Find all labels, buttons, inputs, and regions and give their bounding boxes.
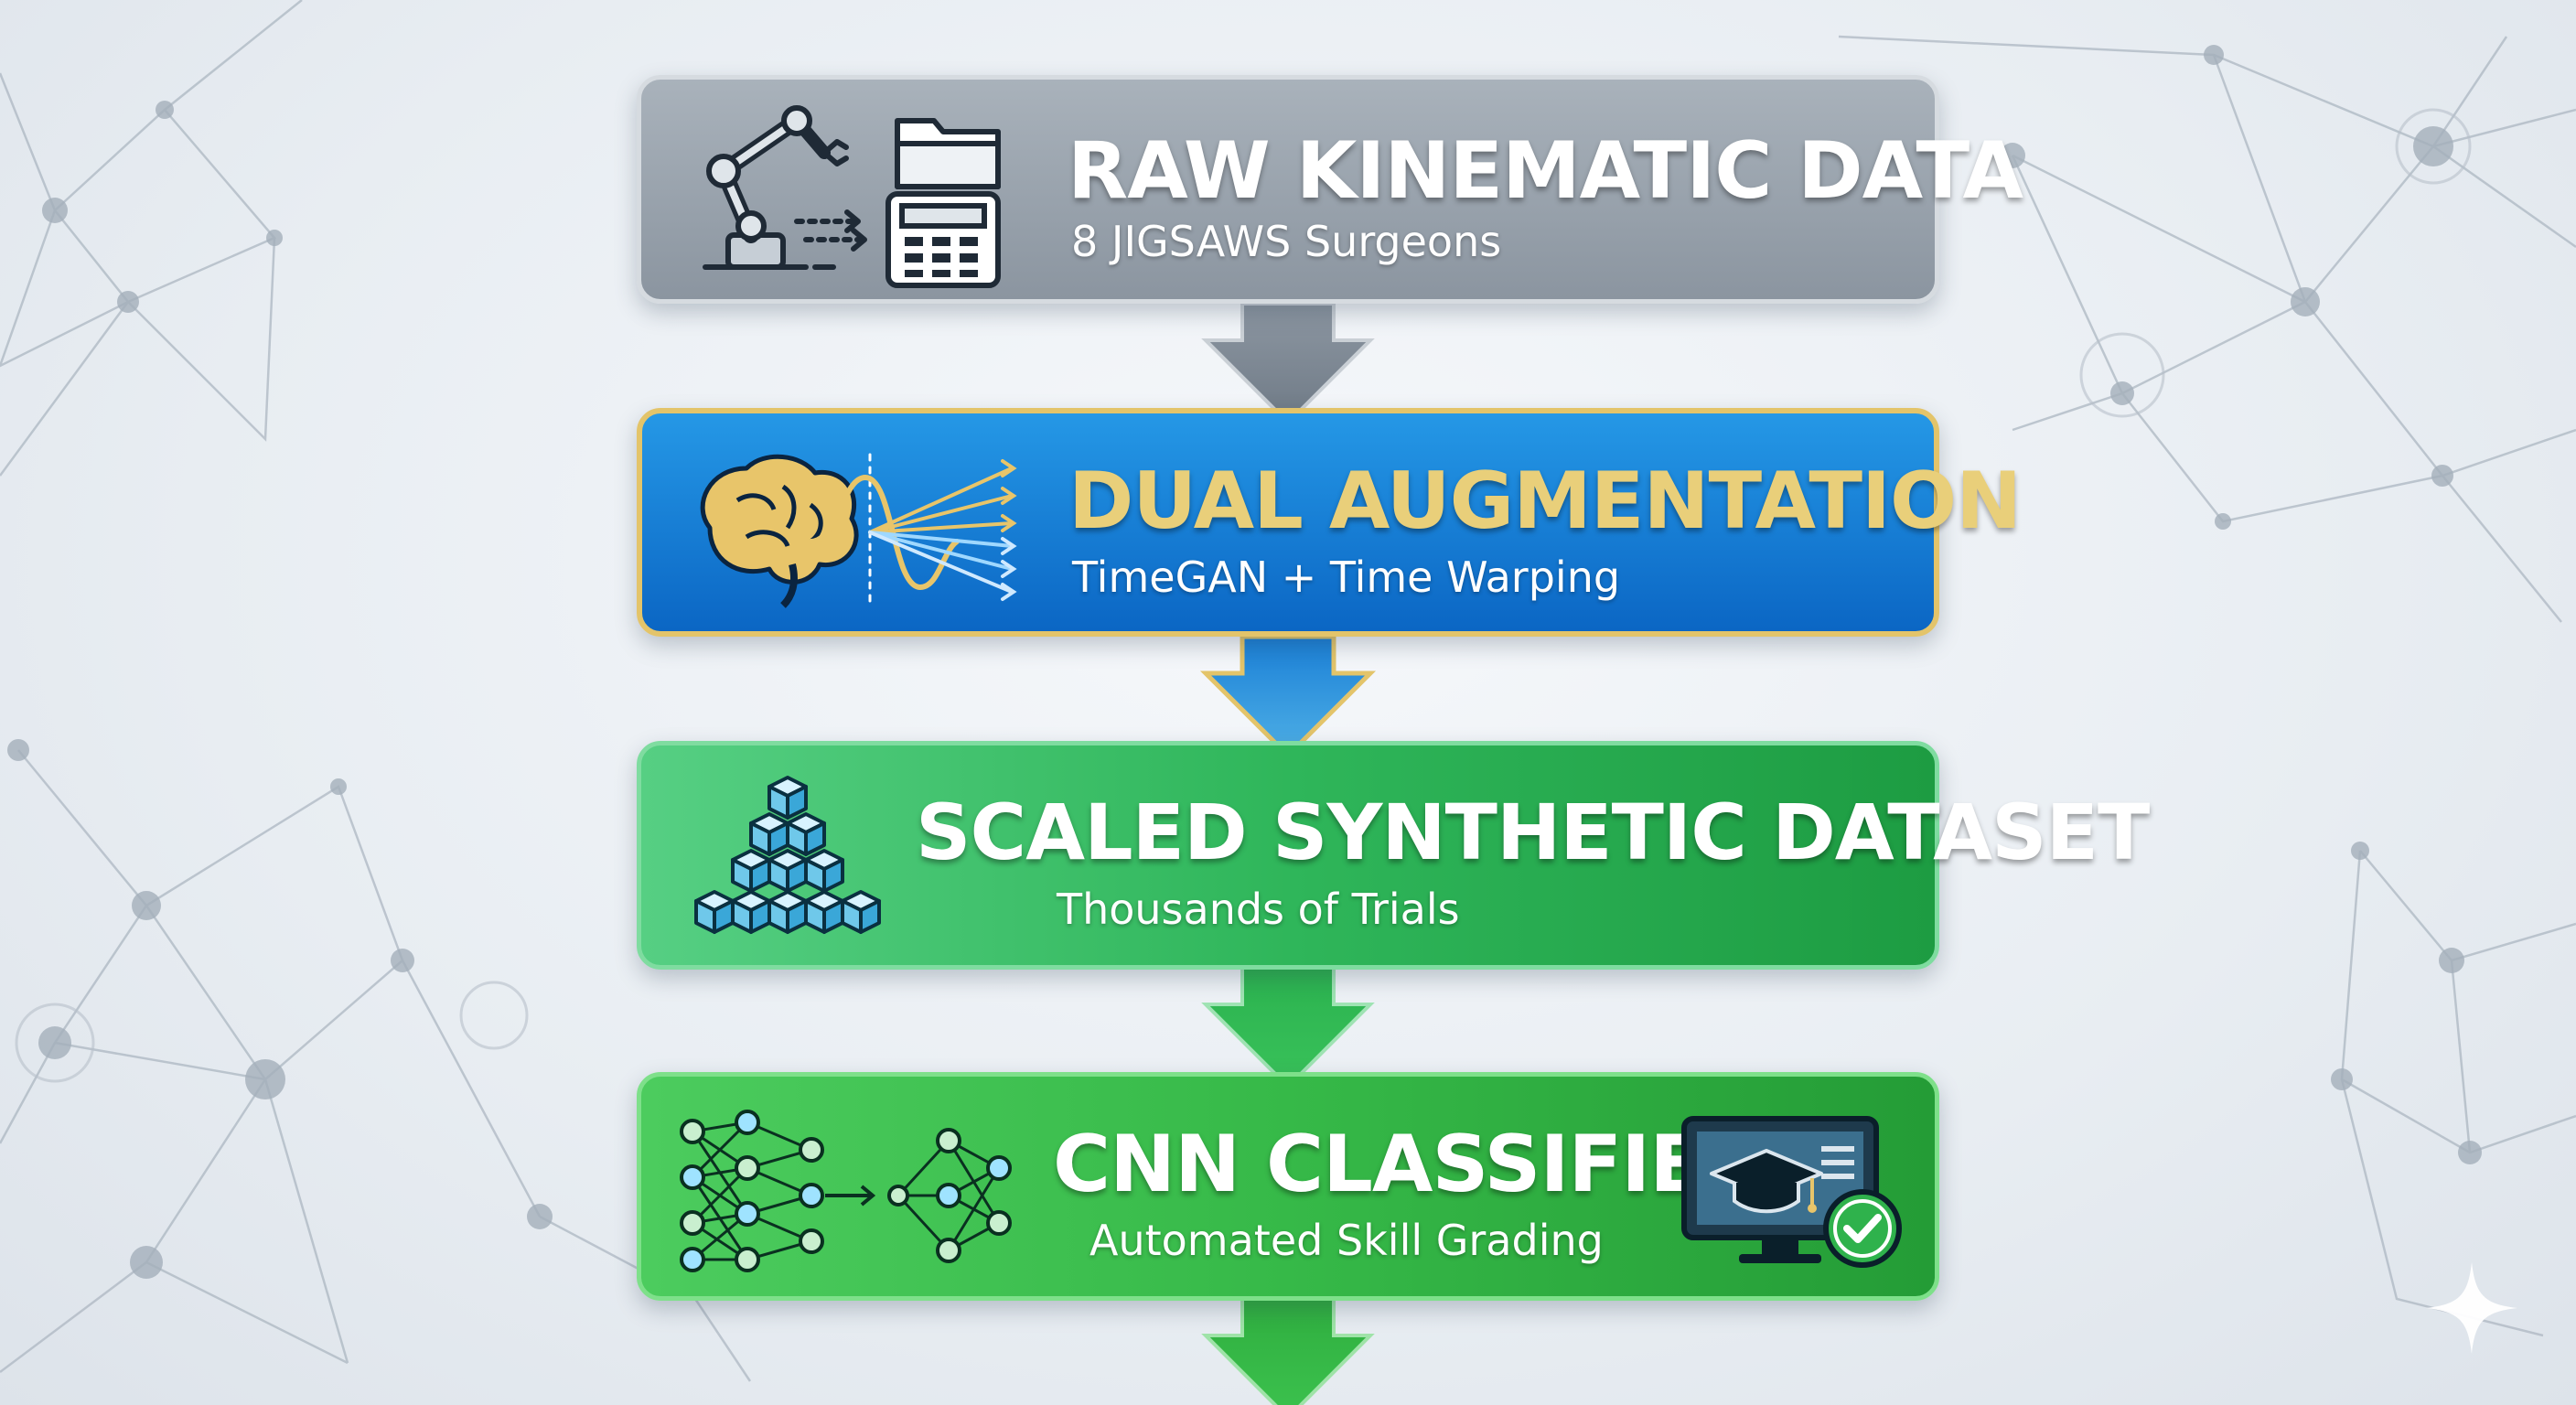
sparkle-icon xyxy=(2426,1262,2517,1354)
cube-stack-icon xyxy=(694,776,881,934)
flow-arrow-1 xyxy=(1201,304,1375,423)
flow-arrow-2 xyxy=(1199,637,1377,756)
brain-icon xyxy=(700,453,1017,608)
signal-wave-icon xyxy=(808,453,1017,607)
flow-arrow-4 xyxy=(1201,1299,1375,1405)
stage-subtitle: Thousands of Trials xyxy=(1057,885,1460,934)
stage-cnn-classifier: CNN CLASSIFIER Automated Skill Grading xyxy=(637,1072,1939,1301)
neural-network-icon xyxy=(680,1110,1012,1272)
check-badge-icon xyxy=(1823,1189,1902,1268)
stage-subtitle: Automated Skill Grading xyxy=(1089,1216,1604,1265)
folder-icon xyxy=(895,118,1001,189)
stage-subtitle: 8 JIGSAWS Surgeons xyxy=(1071,217,1502,266)
stage-title: SCALED SYNTHETIC DATASET xyxy=(916,788,2150,877)
stage-title: RAW KINEMATIC DATA xyxy=(1068,125,2023,217)
stage-title: CNN CLASSIFIER xyxy=(1053,1119,1763,1210)
stage-dual-augmentation: DUAL AUGMENTATION TimeGAN + Time Warping xyxy=(637,408,2022,637)
stage-subtitle: TimeGAN + Time Warping xyxy=(1072,552,1621,602)
flow-arrow-3 xyxy=(1201,968,1375,1087)
stage-title: DUAL AUGMENTATION xyxy=(1068,456,2022,547)
stage-scaled-synthetic-dataset: SCALED SYNTHETIC DATASET Thousands of Tr… xyxy=(637,741,2150,970)
robotic-arm-icon xyxy=(703,105,1001,288)
data-terminal-icon xyxy=(886,191,1001,288)
graduation-monitor-icon xyxy=(1681,1116,1902,1268)
stage-raw-kinematic-data: RAW KINEMATIC DATA 8 JIGSAWS Surgeons xyxy=(637,75,2023,304)
